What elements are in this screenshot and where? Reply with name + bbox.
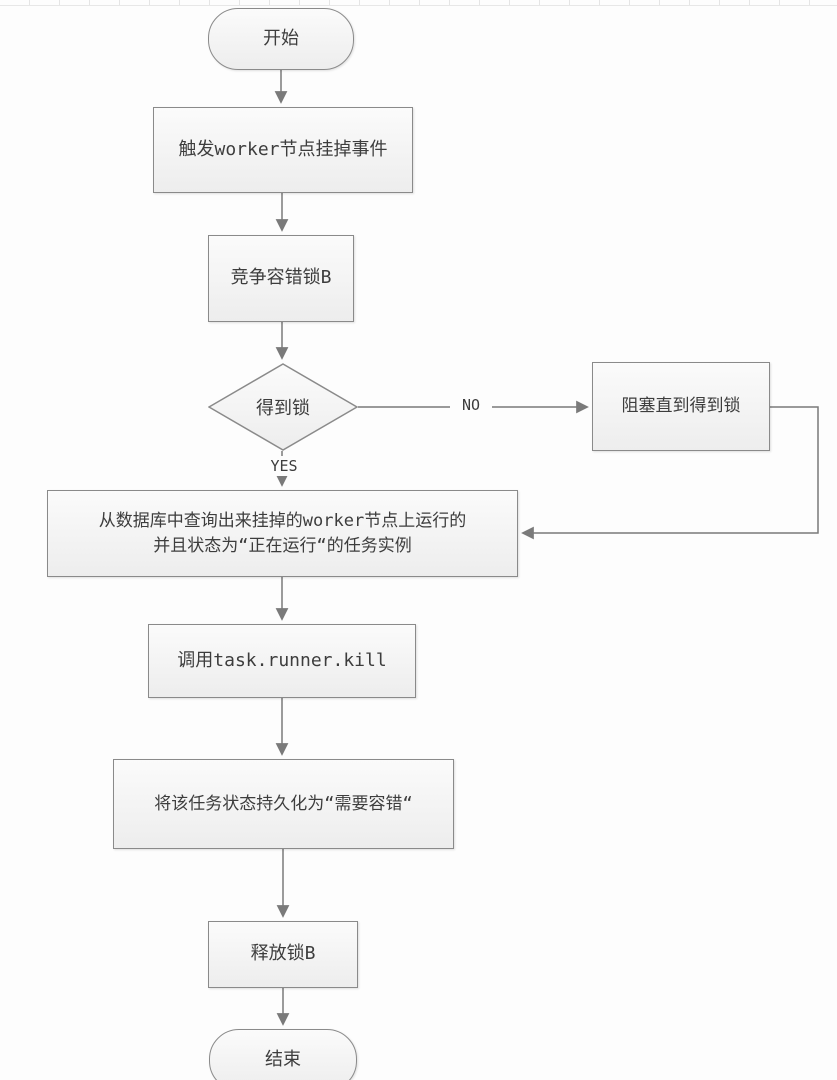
node-decision-label: 得到锁 [256, 398, 310, 419]
node-block-until-lock: 阻塞直到得到锁 [592, 362, 770, 451]
spreadsheet-grid-edge [0, 0, 837, 6]
node-trigger-label: 触发worker节点挂掉事件 [178, 138, 388, 160]
node-kill-label: 调用task.runner.kill [177, 649, 387, 671]
node-decision-got-lock: 得到锁 [208, 363, 358, 451]
node-end: 结束 [209, 1029, 357, 1080]
node-end-label: 结束 [265, 1048, 301, 1070]
node-release-label: 释放锁B [250, 943, 316, 965]
node-query-label: 从数据库中查询出来挂掉的worker节点上运行的 并且状态为“正在运行“的任务实… [99, 509, 466, 558]
node-compete-fault-lock: 竞争容错锁B [208, 235, 354, 322]
node-start-label: 开始 [263, 27, 299, 49]
edge-label-yes: YES [257, 456, 311, 476]
edge-label-no: NO [450, 395, 492, 415]
node-compete-label: 竞争容错锁B [230, 267, 332, 289]
node-call-task-runner-kill: 调用task.runner.kill [148, 624, 416, 698]
node-block-label: 阻塞直到得到锁 [621, 396, 741, 417]
node-release-lock: 释放锁B [208, 921, 358, 988]
node-query-running-task-instances: 从数据库中查询出来挂掉的worker节点上运行的 并且状态为“正在运行“的任务实… [47, 490, 518, 577]
node-persist-label: 将该任务状态持久化为“需要容错“ [154, 793, 413, 814]
node-trigger-worker-down-event: 触发worker节点挂掉事件 [153, 107, 413, 193]
decision-diamond-shape [208, 363, 358, 451]
node-start: 开始 [208, 8, 354, 70]
node-query-line2: 并且状态为“正在运行“的任务实例 [153, 535, 412, 556]
node-persist-task-state: 将该任务状态持久化为“需要容错“ [113, 759, 454, 849]
node-query-line1: 从数据库中查询出来挂掉的worker节点上运行的 [98, 510, 467, 531]
